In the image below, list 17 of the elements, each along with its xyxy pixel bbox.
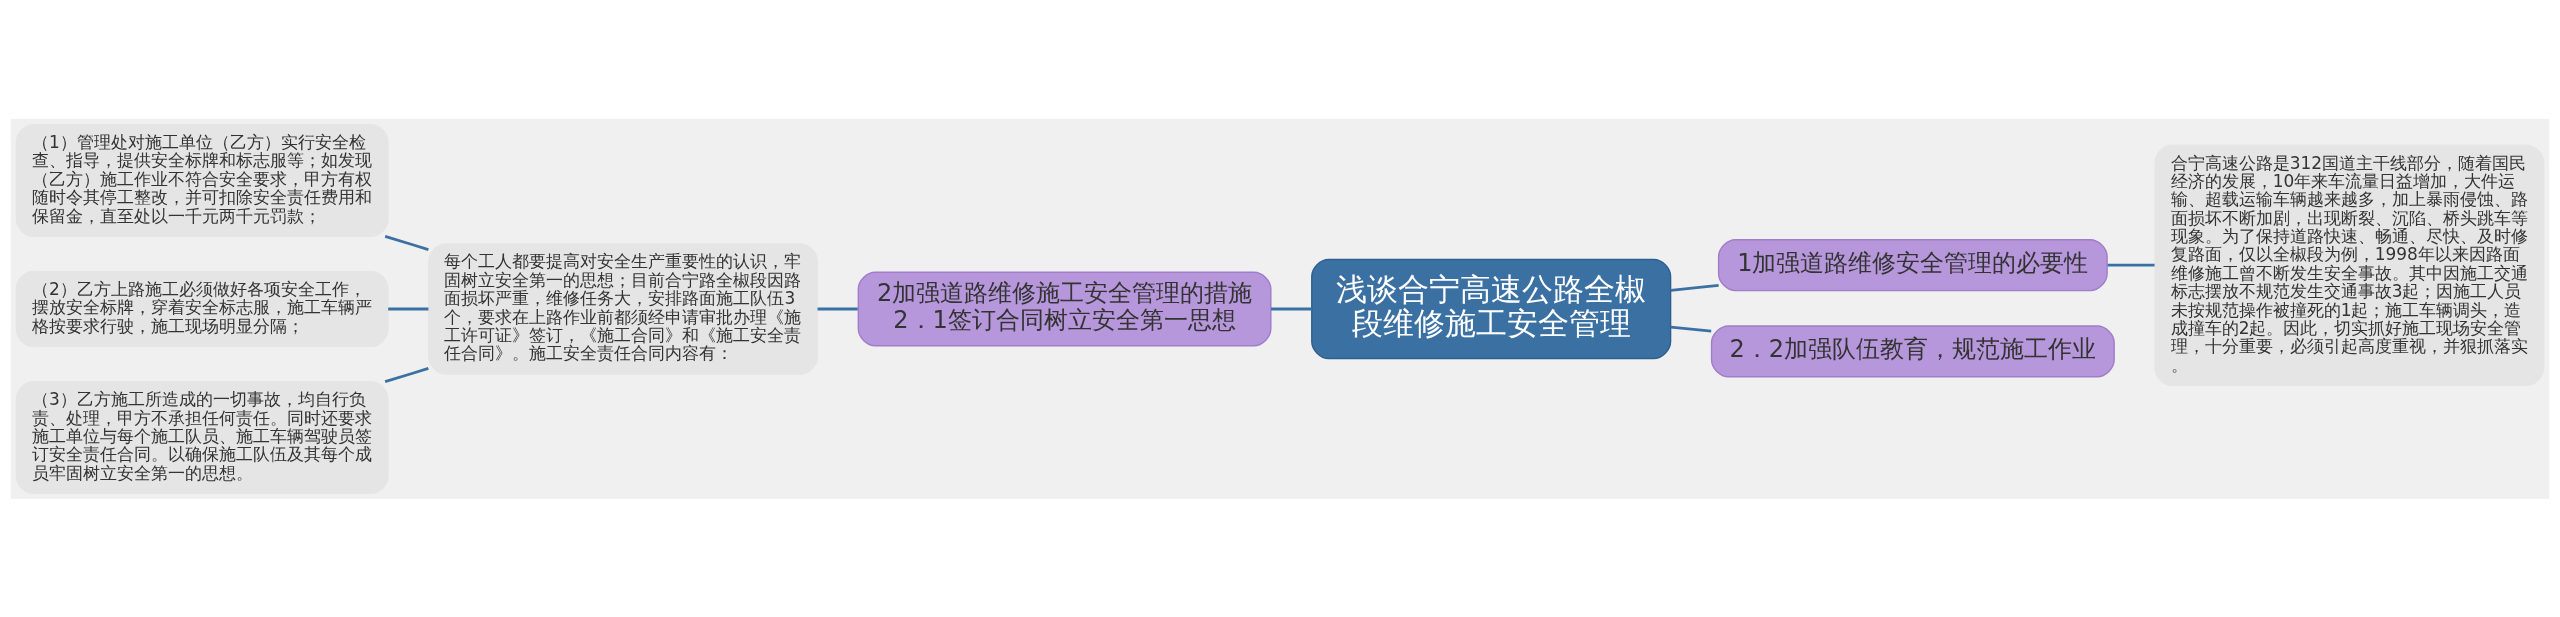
connector [1271, 307, 1312, 310]
connector [384, 234, 429, 251]
node-box: （1）管理处对施工单位（乙方）实行安全检查、指导，提供安全标牌和标志服等；如发现（乙方）施工作业不符合安全要求，甲方有权随时令其停工整改，并可扣除安全责任费用和保留金，直至处以一千元两千元罚款； [15, 123, 389, 237]
connector [388, 307, 429, 310]
connector [817, 307, 858, 310]
node-box: 浅谈合宁高速公路全椒段维修施工安全管理 [1311, 258, 1672, 359]
connector [1670, 283, 1719, 292]
node-box: 每个工人都要提高对安全生产重要性的认识，牢固树立安全第一的思想；目前合宁路全椒段因路面损坏严重，维修任务大，安排路面施工队伍3个，要求在上路作业前都须经申请审批办理《施工许可证》签订，《施工合同》和《施工安全责任合同》。施工安全责任合同内容有： [428, 242, 819, 375]
connector [384, 366, 429, 383]
node-box: 2．2加强队伍教育，规范施工作业 [1710, 324, 2115, 377]
node-box: 合宁高速公路是312国道主干线部分，随着国民经济的发展，10年来车流量日益增加，大件运输、超载运输车辆越来越多，加上暴雨侵蚀、路面损坏不断加剧，出现断裂、沉陷、桥头跳车等现象。为了保持道路快速、畅通、尽快、及时修复路面，仅以全椒段为例，1998年以来因路面维修施工曾不断发生安全事故。其中因施工交通标志摆放不规范发生交通事故3起；因施工人员未按规范操作被撞死的1起；施工车辆调头，造成撞车的2起。因此，切实抓好施工现场安全管理，十分重要，必须引起高度重视，并狠抓落实。 [2154, 143, 2545, 386]
node-box: 2加强道路维修施工安全管理的措施2．1签订合同树立安全第一思想 [857, 271, 1272, 346]
node-box: 1加强道路维修安全管理的必要性 [1717, 238, 2108, 291]
node-box: （3）乙方施工所造成的一切事故，均自行负责、处理，甲方不承担任何责任。同时还要求施工单位与每个施工队员、施工车辆驾驶员签订安全责任合同。以确保施工队伍及其每个成员牢固树立安全第一的思想。 [15, 380, 389, 494]
connector [1670, 325, 1712, 333]
node-box: （2）乙方上路施工必须做好各项安全工作，摆放安全标牌，穿着安全标志服，施工车辆严格按要求行驶，施工现场明显分隔； [15, 270, 389, 347]
connector [2107, 263, 2155, 267]
